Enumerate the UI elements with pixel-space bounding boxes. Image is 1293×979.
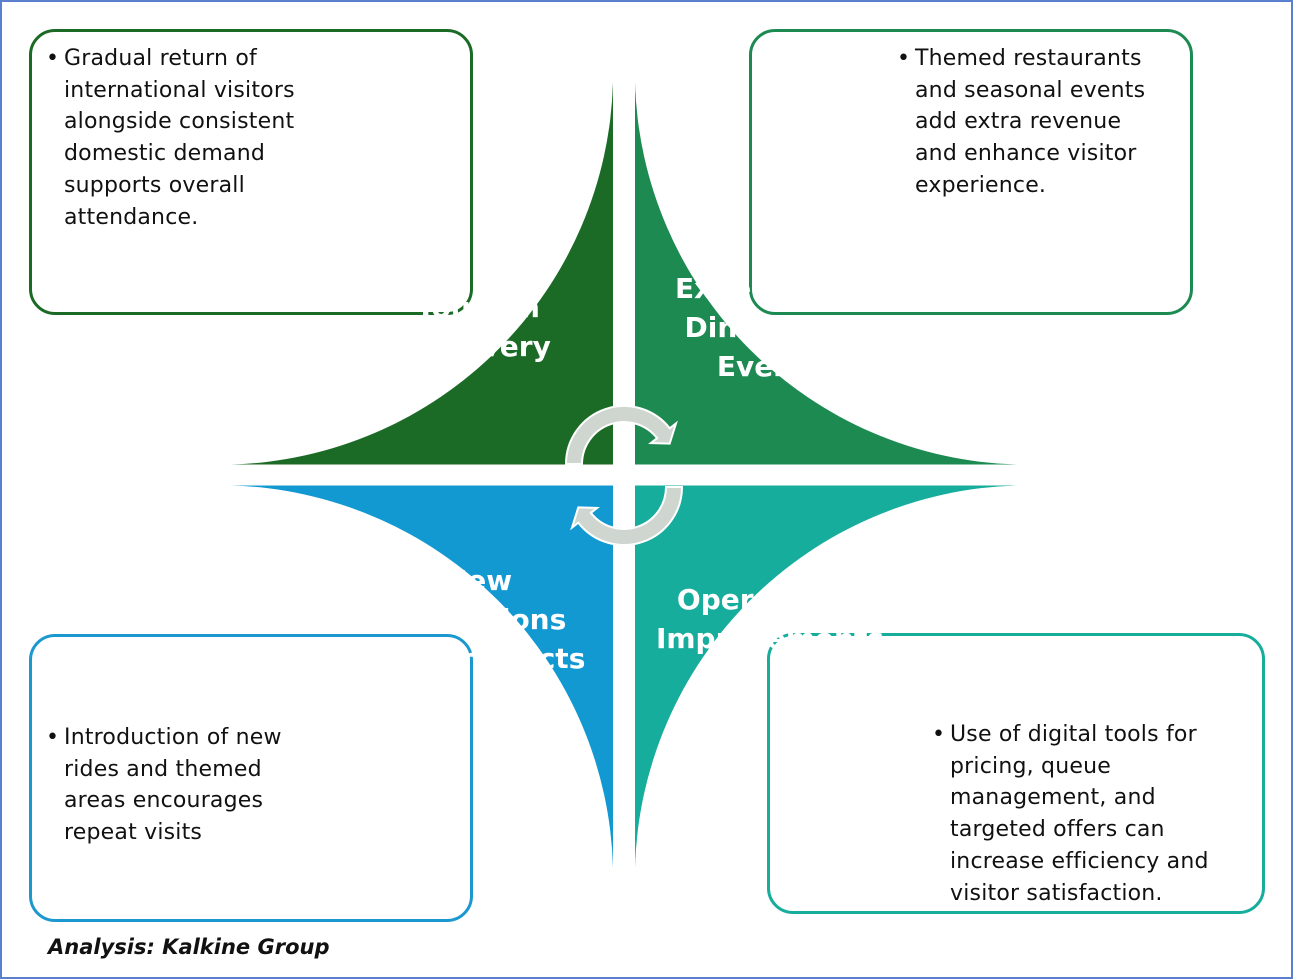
callout-text-tourism-recovery: • Gradual return of international visito…: [46, 43, 364, 233]
quadrant-label-new-attractions: New Attractions and Precincts: [370, 564, 586, 675]
callout-text-operational-improvements: • Use of digital tools for pricing, queu…: [932, 719, 1250, 909]
cycle-arrow-bottom-icon: [570, 486, 684, 546]
callout-description: Use of digital tools for pricing, queue …: [950, 722, 1209, 906]
quadrant-label-operational-improvements: Operational Improvements: [655, 583, 885, 655]
bullet-icon: •: [897, 46, 911, 71]
quadrant-experiential-dining: [635, 82, 1017, 465]
callout-box-tourism-recovery: [29, 29, 473, 315]
callout-box-experiential-dining: [749, 29, 1193, 315]
bullet-icon: •: [932, 722, 946, 747]
callout-text-new-attractions: • Introduction of new rides and themed a…: [46, 722, 364, 849]
quadrant-label-tourism-recovery: Tourism Recovery: [405, 291, 551, 363]
quadrant-label-experiential-dining: Experiential Dining and Events: [674, 272, 866, 383]
callout-description: Gradual return of international visitors…: [64, 46, 295, 230]
quadrant-tourism-recovery: [231, 82, 613, 465]
callout-text-experiential-dining: • Themed restaurants and seasonal events…: [897, 43, 1185, 202]
bullet-icon: •: [46, 46, 60, 71]
callout-box-new-attractions: [29, 634, 473, 922]
bullet-icon: •: [46, 725, 60, 750]
quadrant-operational-improvements: [635, 485, 1017, 868]
callout-description: Introduction of new rides and themed are…: [64, 725, 282, 846]
analysis-credit: Analysis: Kalkine Group: [48, 935, 330, 959]
callout-box-operational-improvements: [767, 633, 1265, 914]
cycle-arrow-top-icon: [564, 405, 678, 465]
callout-description: Themed restaurants and seasonal events a…: [915, 46, 1146, 198]
quadrant-new-attractions: [231, 485, 613, 868]
